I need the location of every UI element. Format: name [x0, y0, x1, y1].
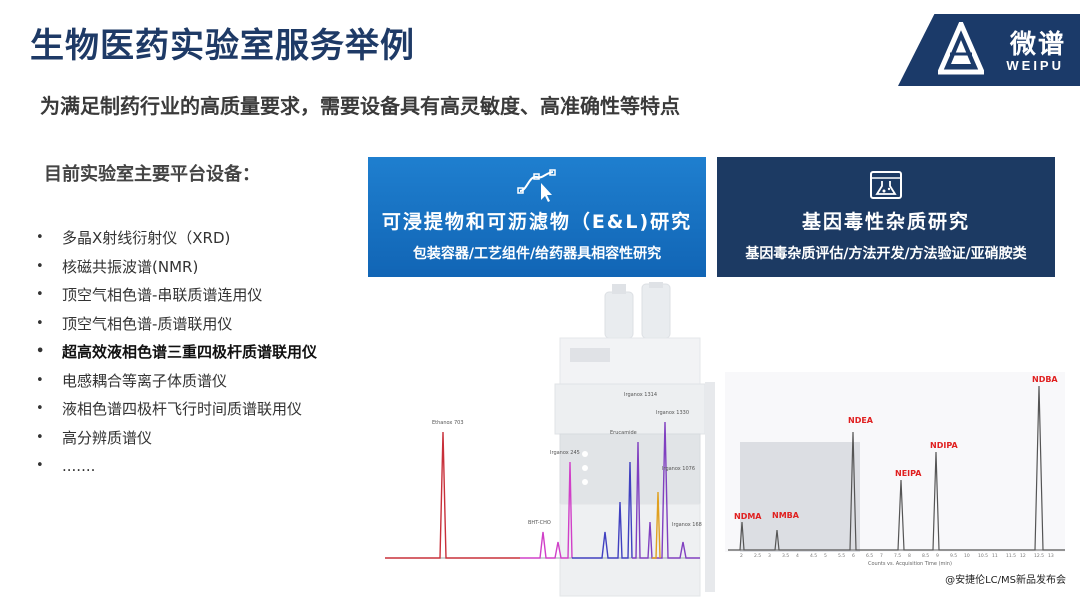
tick-label: 10	[964, 553, 970, 559]
tick-label: 7	[880, 553, 883, 559]
tick-label: 6	[852, 553, 855, 559]
peak-label: Irganox 168	[672, 522, 702, 528]
tick-label: 3	[768, 553, 771, 559]
el-research-card: 可浸提物和可沥滤物（E&L)研究 包装容器/工艺组件/给药器具相容性研究	[368, 157, 706, 277]
instrument-chromatogram-image: Ethanox 703 Irganox 245 Irganox 1314 Irg…	[385, 282, 1065, 597]
tick-label: 6.5	[866, 553, 873, 559]
gi-card-title: 基因毒性杂质研究	[801, 211, 970, 233]
right-x-ticks: 2 2.5 3 3.5 4 4.5 5 5.5 6 6.5 7 7.5 8 8.…	[740, 553, 1054, 559]
tick-label: 4.5	[810, 553, 817, 559]
tick-label: 5.5	[838, 553, 845, 559]
peak-label: Irganox 245	[550, 450, 580, 456]
tick-label: 12.5	[1034, 553, 1044, 559]
tick-label: 11.5	[1006, 553, 1016, 559]
peak-label: NMBA	[772, 511, 800, 520]
tick-label: 11	[992, 553, 998, 559]
gi-card-subtitle: 基因毒杂质评估/方法开发/方法验证/亚硝胺类	[745, 246, 1027, 262]
equipment-list: 多晶X射线衍射仪（XRD) 核磁共振波谱(NMR) 顶空气相色谱-串联质谱连用仪…	[36, 224, 317, 481]
list-item: 核磁共振波谱(NMR)	[36, 253, 317, 282]
platform-heading: 目前实验室主要平台设备：	[44, 164, 260, 185]
right-chromatogram-frame	[725, 372, 1065, 552]
peak-label: NDIPA	[930, 441, 958, 450]
page-subtitle: 为满足制药行业的高质量要求，需要设备具有高灵敏度、高准确性等特点	[40, 94, 680, 118]
tick-label: 10.5	[978, 553, 988, 559]
tick-label: 2	[740, 553, 743, 559]
peak-label: NDEA	[848, 416, 874, 425]
peak-label: NDBA	[1032, 375, 1058, 384]
tick-label: 5	[824, 553, 827, 559]
peak-label: NDMA	[734, 512, 762, 521]
right-axis-label: Counts vs. Acquisition Time (min)	[868, 561, 952, 567]
peak-label: Irganox 1314	[624, 392, 657, 398]
list-item: .......	[36, 452, 317, 481]
tick-label: 4	[796, 553, 799, 559]
source-note: @安捷伦LC/MS新品发布会	[945, 575, 1066, 586]
left-peak-labels: Ethanox 703 Irganox 245 Irganox 1314 Irg…	[432, 392, 702, 528]
list-item: 多晶X射线衍射仪（XRD)	[36, 224, 317, 253]
list-item: 超高效液相色谱三重四极杆质谱联用仪	[36, 338, 317, 367]
tick-label: 12	[1020, 553, 1026, 559]
list-item: 电感耦合等离子体质谱仪	[36, 367, 317, 396]
lcms-instrument-image	[554, 282, 715, 597]
tick-label: 9.5	[950, 553, 957, 559]
genotoxic-research-card: 基因毒性杂质研究 基因毒杂质评估/方法开发/方法验证/亚硝胺类	[717, 157, 1055, 277]
tick-label: 3.5	[782, 553, 789, 559]
page-title: 生物医药实验室服务举例	[30, 26, 415, 66]
el-card-title: 可浸提物和可沥滤物（E&L)研究	[381, 211, 693, 233]
peak-label: Irganox 1330	[656, 410, 689, 416]
peak-label: NEIPA	[895, 469, 922, 478]
peak-label: Erucamide	[610, 430, 637, 436]
tick-label: 9	[936, 553, 939, 559]
peak-label: Ethanox 703	[432, 420, 464, 426]
tick-label: 7.5	[894, 553, 901, 559]
tick-label: 8.5	[922, 553, 929, 559]
list-item: 顶空气相色谱-质谱联用仪	[36, 310, 317, 339]
right-chromatogram-trace	[728, 385, 1065, 551]
tick-label: 13	[1048, 553, 1054, 559]
logo-text-cn: 微谱	[1009, 30, 1066, 60]
left-chromatogram	[385, 421, 700, 559]
list-item: 顶空气相色谱-串联质谱连用仪	[36, 281, 317, 310]
peak-label: BHT-CHO	[528, 520, 551, 526]
logo-text-en: WEIPU	[1006, 58, 1064, 73]
right-peak-labels: NDMA NMBA NDEA NEIPA NDIPA NDBA	[734, 375, 1058, 521]
list-item: 液相色谱四极杆飞行时间质谱联用仪	[36, 395, 317, 424]
curve-cursor-icon	[517, 169, 556, 202]
weipu-logo-icon	[938, 22, 984, 75]
tick-label: 8	[908, 553, 911, 559]
peak-label: Irganox 1076	[662, 466, 695, 472]
el-card-subtitle: 包装容器/工艺组件/给药器具相容性研究	[412, 246, 662, 262]
list-item: 高分辨质谱仪	[36, 424, 317, 453]
flask-screen-icon	[870, 171, 902, 199]
tick-label: 2.5	[754, 553, 761, 559]
